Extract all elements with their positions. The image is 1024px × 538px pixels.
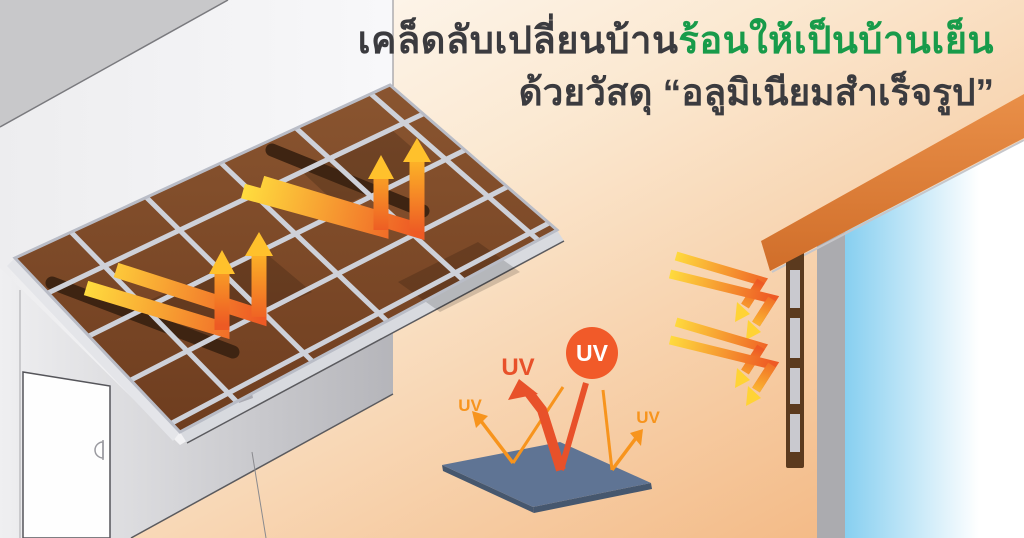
eave-shadow-line [771,139,1024,273]
uv-label-strong: UV [501,354,534,381]
uv-diagram: UV UV UV UV [442,327,660,513]
wall-corner-line [251,451,267,538]
title-part-dark: เคล็ดลับเปลี่ยนบ้าน [357,20,679,62]
heat-arrow-icon [668,251,780,340]
wall-bottom-edge [130,393,394,538]
page-title: เคล็ดลับเปลี่ยนบ้านร้อนให้เป็นบ้านเย็น [358,16,994,67]
cool-wall [845,139,1024,538]
uv-ray-left [472,386,565,465]
uv-label-right: UV [636,408,660,427]
title-block: เคล็ดลับเปลี่ยนบ้านร้อนให้เป็นบ้านเย็น ด… [358,16,994,117]
roof-edge-line [0,0,229,128]
heat-arrows-wall [668,251,780,406]
wall-gray-band [817,232,845,538]
uv-ray-right [601,389,643,472]
page-subtitle: ด้วยวัสดุ “อลูมิเนียมสำเร็จรูป” [518,72,994,114]
heat-arrow-icon [83,232,273,340]
uv-plate [442,442,652,513]
door [22,371,111,538]
heat-arrow-icon [241,138,431,241]
heat-arrow-icon [668,317,780,406]
heat-arrows-ceiling [83,138,431,340]
batten-grid [46,92,551,426]
uv-sun-label: UV [576,340,609,366]
house-right [761,94,1024,538]
uv-label-left: UV [458,396,482,415]
fascia-left [7,258,180,441]
uv-ray-strong [508,379,589,472]
fascia-edge-line [186,240,565,444]
title-part-green: ร้อนให้เป็นบ้านเย็น [678,20,994,62]
panel-trim [12,83,560,434]
aluminium-siding [786,252,804,468]
fascia-right [180,230,564,443]
roof-eave [761,94,1024,271]
door-handle-icon [94,440,104,460]
uv-sun-icon: UV [566,327,618,379]
